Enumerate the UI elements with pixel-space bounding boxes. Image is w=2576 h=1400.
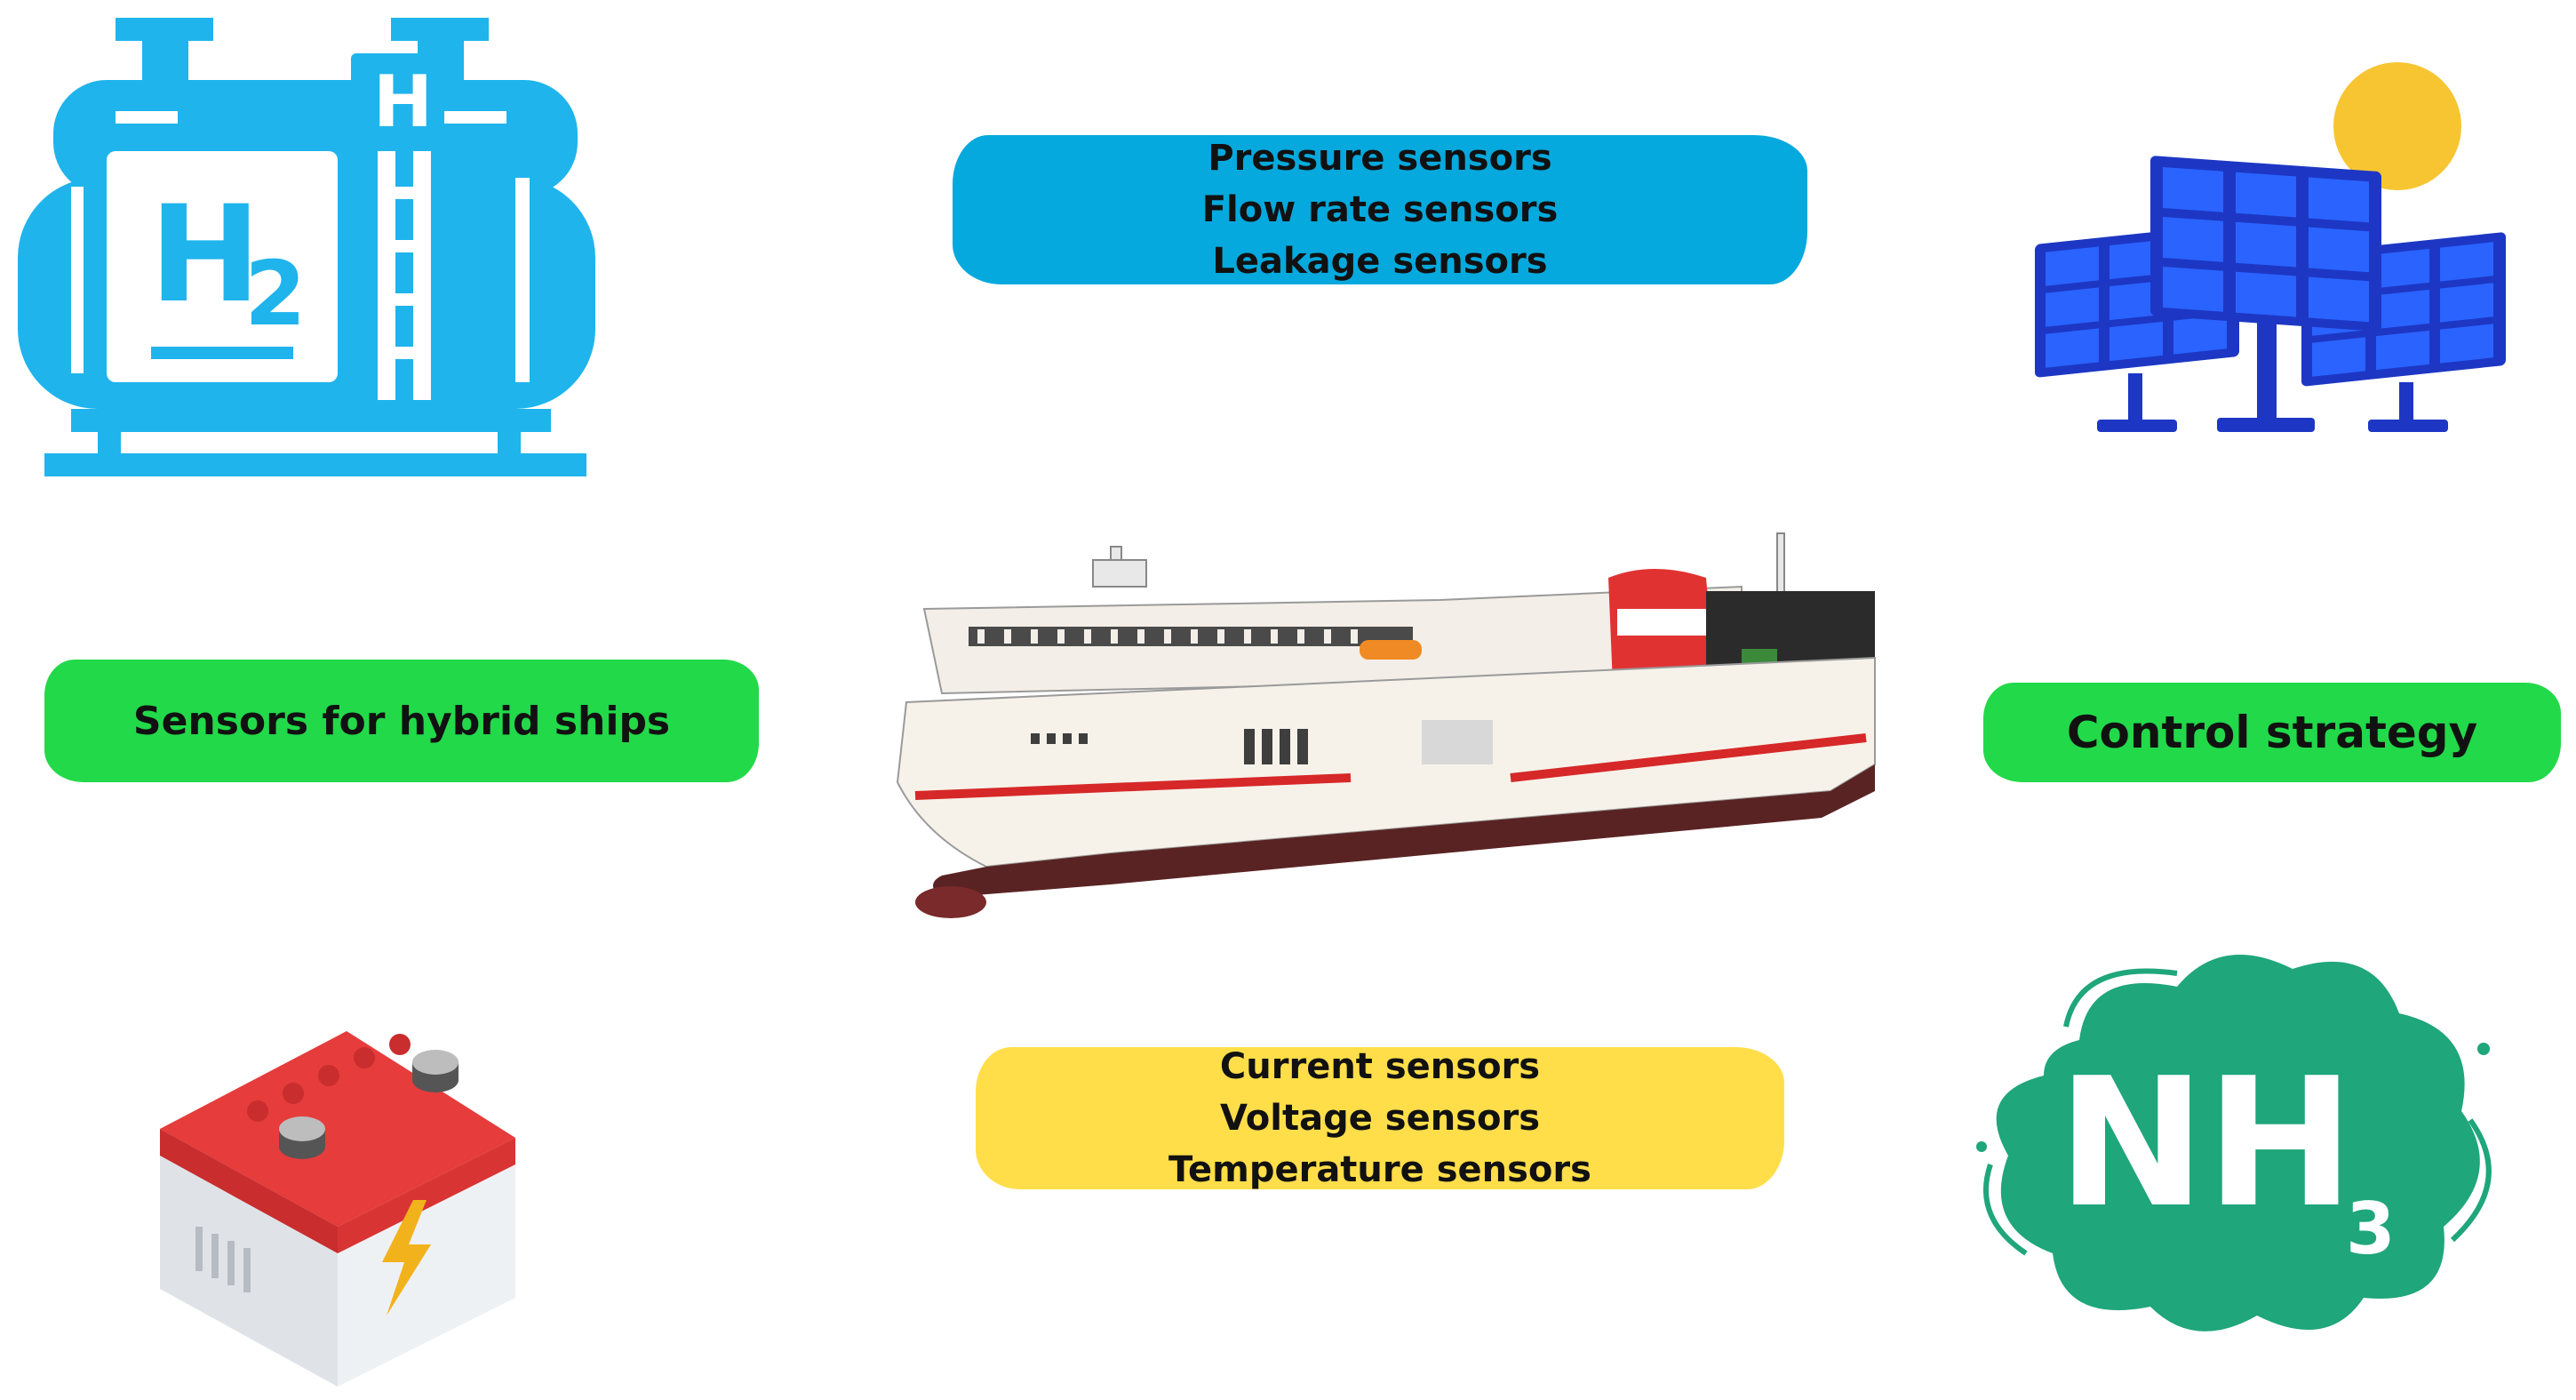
hydrogen-tag-label: H — [373, 60, 433, 143]
hydrogen-sensors-box: Pressure sensors Flow rate sensors Leaka… — [953, 135, 1807, 284]
lightning-icon — [382, 1200, 431, 1316]
sensors-hybrid-ships-box: Sensors for hybrid ships — [44, 660, 759, 782]
car-battery-icon — [160, 1031, 515, 1387]
solar-panels-icon — [2035, 62, 2506, 432]
temperature-sensors-label: Temperature sensors — [1168, 1149, 1591, 1190]
ammonia-subscript-label: 3 — [2346, 1188, 2396, 1270]
sun-icon — [2333, 62, 2461, 190]
hydrogen-tank-icon: H 2 H — [18, 18, 595, 476]
pressure-sensors-label: Pressure sensors — [1208, 138, 1552, 179]
control-strategy-box: Control strategy — [1983, 683, 2561, 782]
hydrogen-subscript-label: 2 — [244, 242, 307, 346]
leakage-sensors-label: Leakage sensors — [1212, 241, 1548, 282]
voltage-sensors-label: Voltage sensors — [1220, 1098, 1540, 1139]
battery-sensors-box: Current sensors Voltage sensors Temperat… — [976, 1046, 1784, 1190]
control-strategy-label: Control strategy — [2066, 707, 2478, 758]
current-sensors-label: Current sensors — [1219, 1046, 1541, 1087]
flow-rate-sensors-label: Flow rate sensors — [1201, 189, 1559, 230]
sensors-hybrid-ships-label: Sensors for hybrid ships — [132, 698, 671, 744]
hydrogen-symbol-label: H — [149, 178, 261, 332]
ammonia-cloud-icon: NH 3 — [1976, 955, 2492, 1332]
ferry-ship-icon — [896, 532, 1876, 918]
ammonia-symbol-label: NH — [2057, 1040, 2355, 1247]
